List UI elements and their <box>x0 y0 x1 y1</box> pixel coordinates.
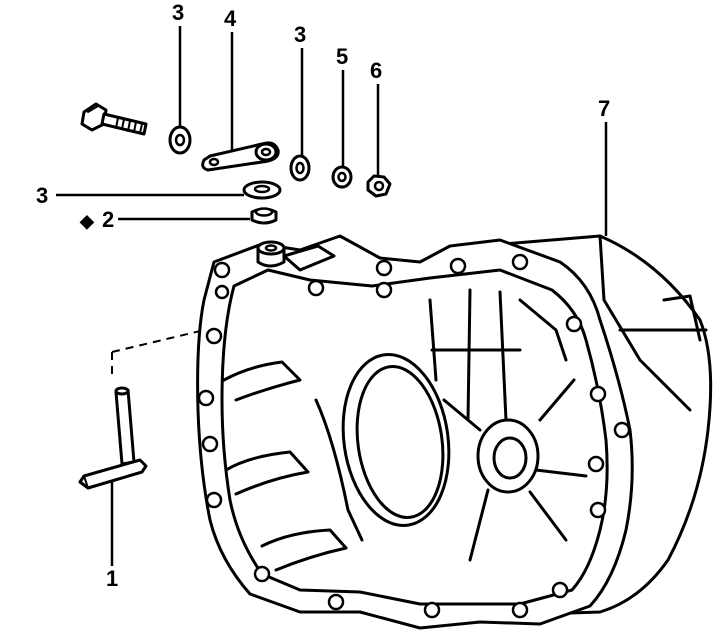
lock-washer <box>331 165 353 189</box>
bolt-hole <box>589 501 607 519</box>
bolt-hole <box>375 259 393 277</box>
bolt-hole <box>205 491 223 509</box>
secondary-bearing-hole <box>492 436 528 480</box>
bolt-hole <box>565 315 583 333</box>
washer-top-left <box>168 125 192 155</box>
inner-rib <box>534 468 588 478</box>
bolt-hole <box>307 279 325 297</box>
shift-shaft <box>78 386 148 490</box>
bolt-hole <box>214 284 230 300</box>
inner-rib <box>466 288 472 422</box>
nut-hole <box>373 180 385 192</box>
main-bearing-bore-inner <box>355 365 445 519</box>
callout-2: 2 <box>102 207 114 232</box>
bolt-hole <box>205 327 223 345</box>
inner-rib <box>538 378 576 422</box>
callout-5: 5 <box>336 44 348 69</box>
case-flange-inner <box>220 268 609 606</box>
bolt-hole <box>551 581 569 599</box>
washer-left <box>242 180 282 200</box>
left-rib-2 <box>224 450 310 496</box>
bolt-hole <box>589 385 607 403</box>
callout-3-left: 3 <box>36 183 48 208</box>
bolt-hole <box>253 565 271 583</box>
leader-lines <box>56 26 608 566</box>
callout-6: 6 <box>370 58 382 83</box>
lever-end-hole <box>208 157 220 167</box>
bolt-head-edge <box>87 105 99 113</box>
lever-boss-hole <box>260 147 272 157</box>
bolt-hole <box>327 593 345 611</box>
inner-rib <box>498 290 508 422</box>
diamond-marker: ◆ <box>79 211 95 231</box>
shaft-boss-rib <box>282 244 336 272</box>
left-rib-1 <box>222 360 302 402</box>
flange-bolt-holes <box>197 253 631 619</box>
inner-rib <box>528 490 568 542</box>
washer-hole <box>295 161 305 175</box>
callout-3-top-left: 3 <box>172 0 184 25</box>
bolt-hole <box>375 281 393 299</box>
oil-seal <box>250 207 278 225</box>
shaft-tip <box>114 386 130 396</box>
bolt-hole <box>587 455 605 473</box>
bolt-hole <box>613 421 631 439</box>
shaft-boss-hole <box>264 244 278 252</box>
bolt-hole <box>511 601 529 619</box>
bolt-hole <box>449 257 467 275</box>
inner-rib <box>468 488 490 562</box>
callout-1: 1 <box>106 566 118 591</box>
case-rear-boss <box>662 294 702 342</box>
left-inner-wall <box>314 398 364 542</box>
inner-rib <box>428 298 438 382</box>
callout-3-top-right: 3 <box>294 22 306 47</box>
nut <box>366 174 392 198</box>
left-rib-3 <box>260 528 348 572</box>
bolt-hole <box>423 601 441 619</box>
seal-hole <box>254 207 274 217</box>
shaft-arm-edge <box>83 475 89 489</box>
inner-rib <box>518 298 568 362</box>
transmission-case <box>196 234 713 630</box>
bolt-hole <box>197 389 215 407</box>
shaft-rod <box>114 388 136 466</box>
bolt-hole <box>201 435 219 453</box>
bolt-hole <box>213 261 231 279</box>
shift-lever <box>201 141 280 172</box>
washer-hole <box>253 184 271 194</box>
inner-rib <box>442 398 482 432</box>
callout-4: 4 <box>224 6 237 31</box>
bolt-thread <box>115 117 143 134</box>
lock-washer-hole <box>337 171 347 183</box>
washer-hole <box>174 133 186 147</box>
callout-7: 7 <box>598 96 610 121</box>
bolt-hole <box>511 253 529 271</box>
washer-top-right <box>289 154 311 182</box>
bolt <box>80 102 148 136</box>
